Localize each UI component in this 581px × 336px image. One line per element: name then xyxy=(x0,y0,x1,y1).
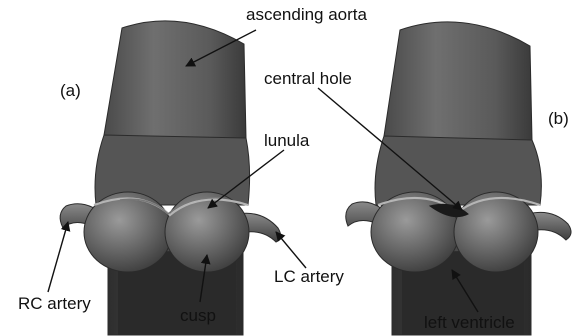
label-lc-artery: LC artery xyxy=(274,268,344,285)
model-b xyxy=(346,22,571,335)
cusp-right-b xyxy=(454,192,538,272)
arrow-lc-artery xyxy=(276,232,306,268)
label-left-ventricle: left ventricle xyxy=(424,314,515,331)
label-cusp: cusp xyxy=(180,307,216,324)
arrow-rc-artery xyxy=(48,222,68,292)
label-ascending-aorta: ascending aorta xyxy=(246,6,367,23)
panel-tag-a: (a) xyxy=(60,82,81,99)
label-rc-artery: RC artery xyxy=(18,295,91,312)
label-central-hole: central hole xyxy=(264,70,352,87)
cusp-right-a xyxy=(165,192,249,272)
panel-tag-b: (b) xyxy=(548,110,569,127)
label-lunula: lunula xyxy=(264,132,309,149)
